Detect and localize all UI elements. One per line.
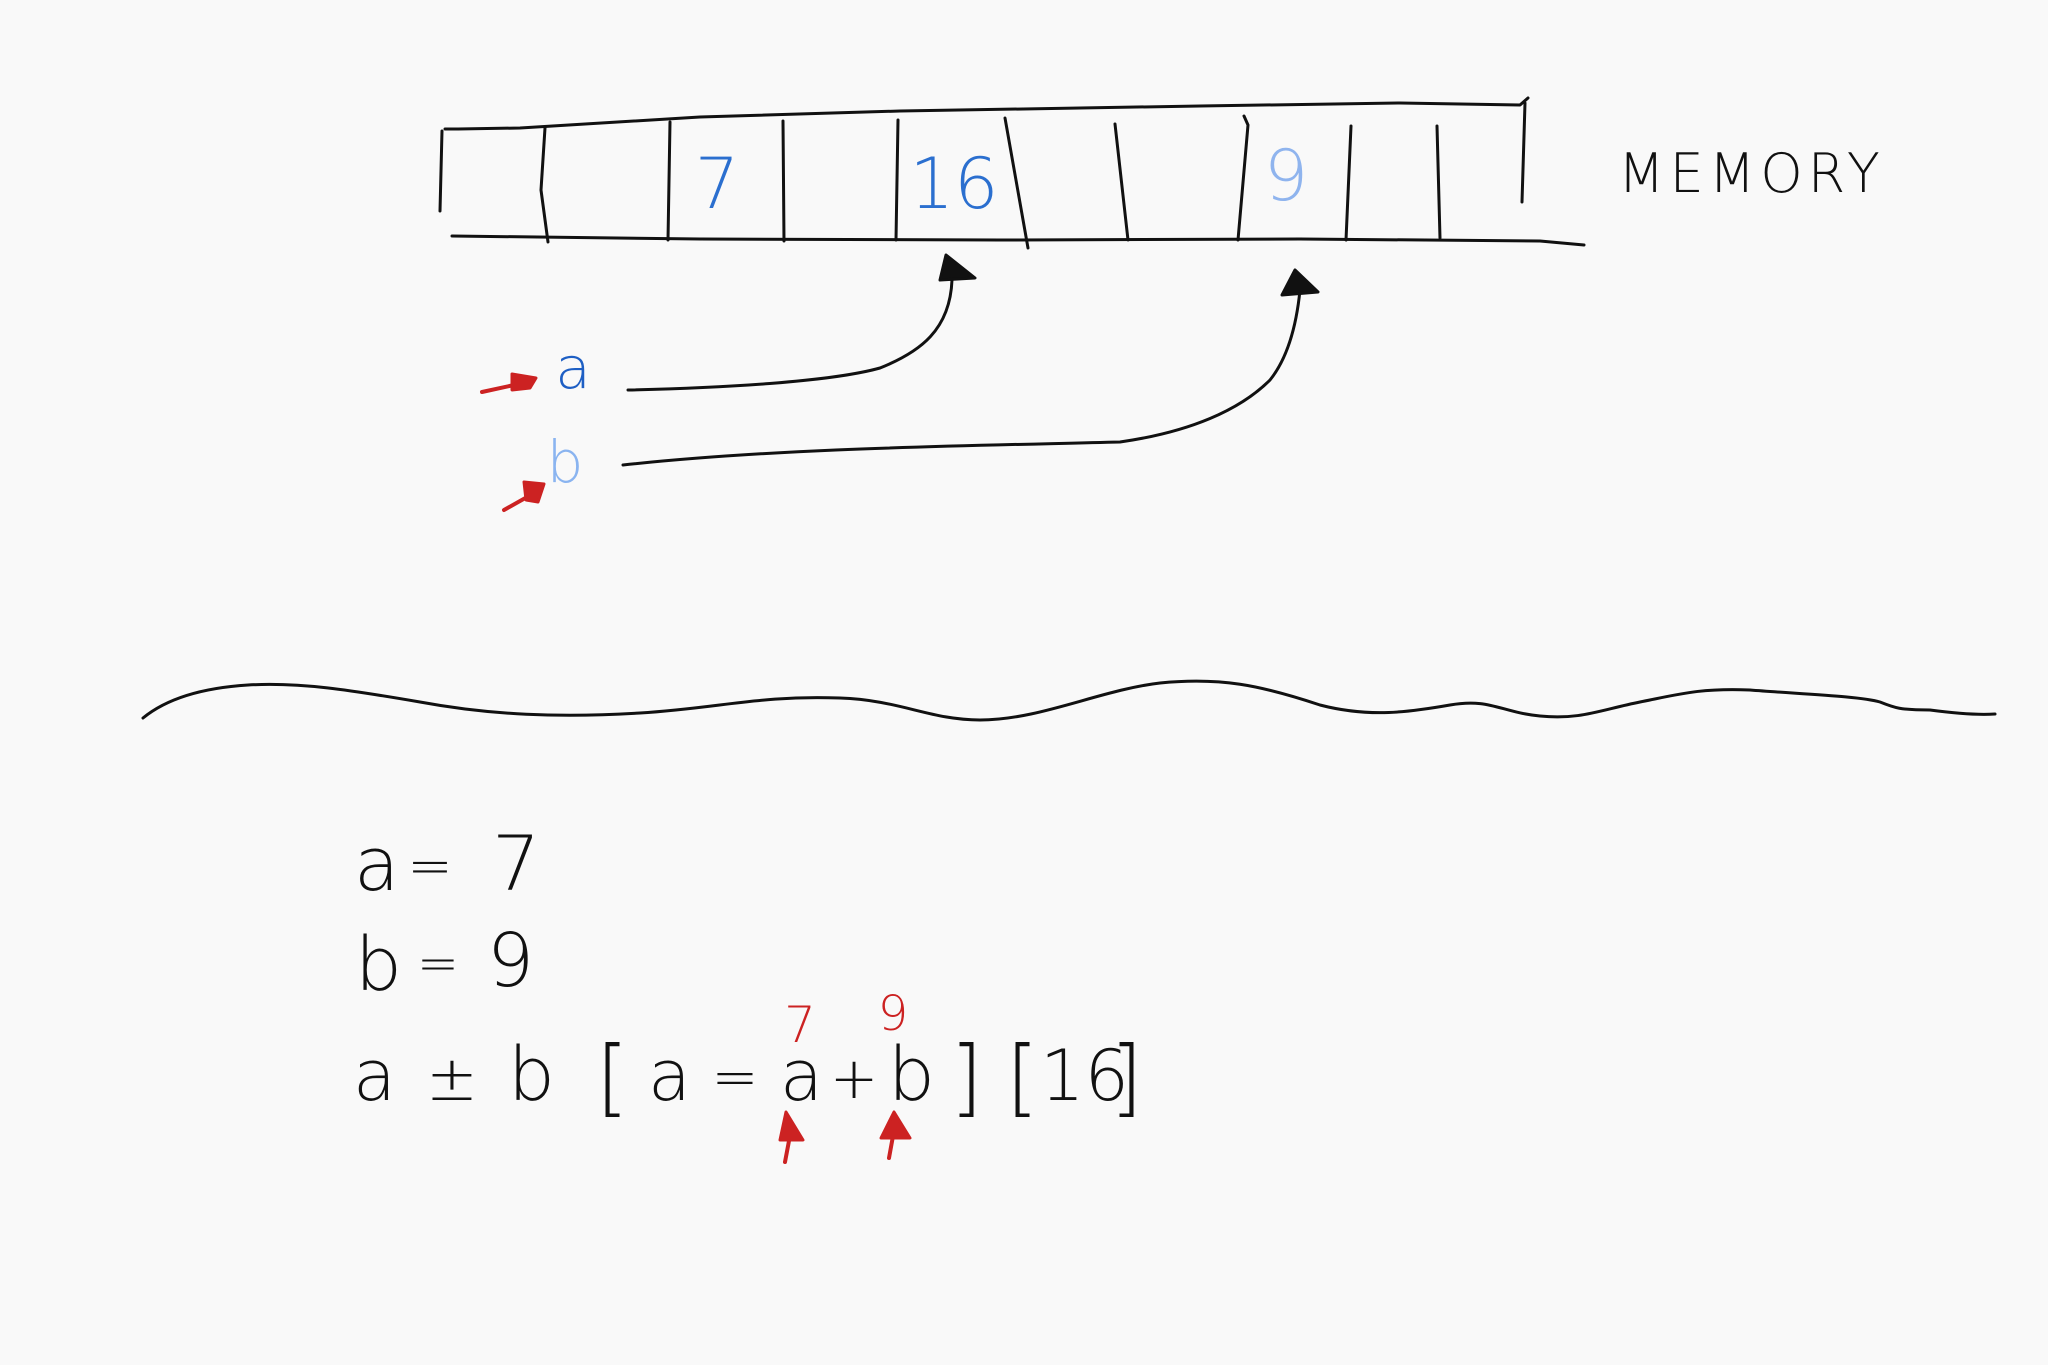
arrowhead-icon (1280, 268, 1320, 297)
annotation-value-above-b: 9 (878, 986, 909, 1042)
code-line-3-result-open: [ (1006, 1028, 1039, 1126)
memory-cell-value-16: 16 (909, 143, 998, 225)
memory-top-edge (443, 96, 1530, 131)
red-pointer-marker-a (480, 372, 538, 394)
code-line-3: a ± b [ a = a + b ] [ 16 ] (353, 1028, 1143, 1126)
variable-a-label: a (555, 334, 591, 402)
memory-strip (438, 96, 1586, 250)
code-line-3-lhs-a: a (353, 1035, 396, 1117)
code-line-3-rhs-b: b (888, 1032, 935, 1118)
wavy-divider (141, 679, 1997, 722)
annotation-value-above-a: 7 (784, 996, 816, 1054)
memory-label: MEMORY (1618, 142, 1885, 205)
arrowhead-icon (938, 253, 977, 282)
memory-cell-value-7: 7 (695, 143, 740, 225)
red-up-arrow-under-b (879, 1110, 912, 1160)
memory-cell-dividers (438, 101, 1527, 250)
code-line-3-lhs-b: b (508, 1032, 555, 1118)
pointer-arrow-a (626, 253, 977, 392)
code-line-3-rhs-a: a (780, 1035, 823, 1117)
code-line-1-var: a (354, 822, 399, 908)
code-line-1-value: 7 (492, 819, 540, 908)
code-line-2-eq: = (417, 934, 459, 992)
code-line-3-op: ± (426, 1042, 478, 1115)
memory-cell-value-9: 9 (1264, 135, 1309, 217)
code-line-3-assign-eq: = (712, 1045, 759, 1110)
code-line-3-result-close: ] (1110, 1028, 1143, 1126)
code-line-3-assign-a: a (648, 1035, 691, 1117)
code-line-1-eq: = (407, 834, 452, 897)
code-line-3-plus: + (830, 1044, 879, 1112)
variable-b-label: b (547, 428, 584, 496)
memory-bottom-edge (450, 234, 1586, 247)
code-line-3-bracket-close: ] (950, 1028, 983, 1126)
red-pointer-marker-b (502, 480, 546, 512)
pointer-arrow-b (621, 268, 1320, 467)
code-line-3-bracket-open: [ (596, 1028, 629, 1126)
red-up-arrow-under-a (778, 1110, 805, 1164)
code-line-3-result: 16 (1040, 1035, 1129, 1117)
code-line-2-var: b (355, 922, 402, 1008)
code-line-2-value: 9 (487, 918, 534, 1004)
